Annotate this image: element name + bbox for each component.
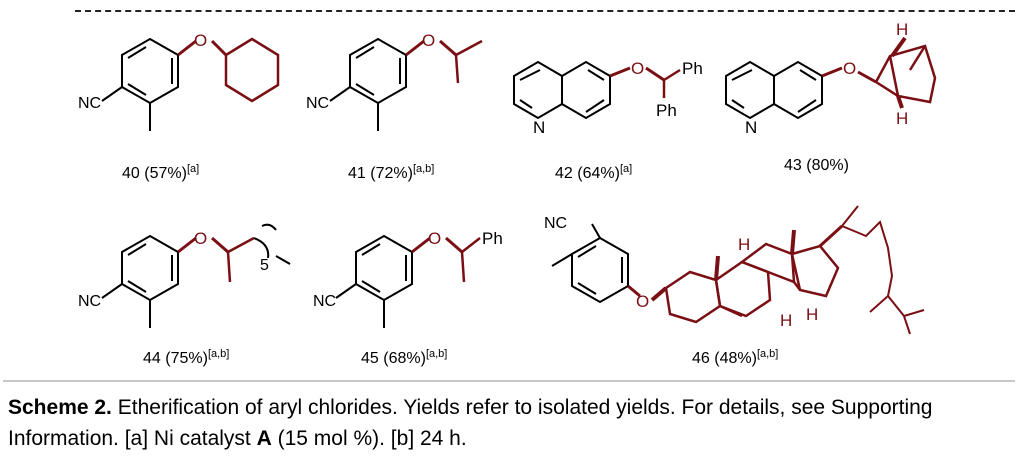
compound-yield: (75%) <box>165 350 208 367</box>
compound-44-nc-label: NC <box>78 293 101 310</box>
compound-40-nc-label: NC <box>78 95 101 112</box>
compound-46-h2-label: H <box>780 311 792 330</box>
compound-45-o-label: O <box>428 229 441 248</box>
compound-yield: (64%) <box>577 165 620 182</box>
compound-42-ph1-label: Ph <box>682 59 703 78</box>
compound-44-o-label: O <box>194 229 207 248</box>
compound-footnote: [a] <box>186 163 200 175</box>
compound-42-ph2-label: Ph <box>656 101 677 120</box>
caption-text-2: (15 mol %). [b] 24 h. <box>271 427 467 450</box>
compound-45-ph-label: Ph <box>482 229 503 248</box>
compound-label-46: 46 (48%)[a,b] <box>692 348 778 368</box>
compound-42-structure <box>513 60 681 120</box>
compound-yield: (72%) <box>370 165 413 182</box>
compound-43-n-label: N <box>745 118 757 137</box>
compound-40-structure <box>101 37 280 132</box>
compound-footnote: [a,b] <box>412 163 435 175</box>
compound-footnote: [a,b] <box>207 348 230 360</box>
compound-number: 44 <box>143 350 161 367</box>
top-dashed-separator <box>75 10 1015 12</box>
caption-title: Scheme 2. <box>8 396 112 419</box>
compound-label-42: 42 (64%)[a] <box>555 163 632 183</box>
compound-42-o-label: O <box>631 59 644 78</box>
compound-45-nc-label: NC <box>313 293 336 310</box>
compound-46-o-label: O <box>636 292 649 311</box>
compound-number: 41 <box>348 165 366 182</box>
compound-yield: (57%) <box>144 165 187 182</box>
compound-number: 46 <box>692 350 710 367</box>
caption-catalyst: A <box>256 427 272 450</box>
compound-41-o-label: O <box>422 31 435 50</box>
reaction-scheme-structures: NC O NC O N O Ph Ph <box>78 20 937 335</box>
compound-46-structure <box>551 205 925 335</box>
compound-43-o-label: O <box>843 59 856 78</box>
compound-44-structure <box>101 223 291 329</box>
scheme-caption: Scheme 2. Etherification of aryl chlorid… <box>8 392 1008 454</box>
compound-43-h-bottom-label: H <box>896 109 908 128</box>
compound-label-45: 45 (68%)[a,b] <box>361 348 447 368</box>
compound-42-n-label: N <box>533 118 545 137</box>
compound-label-44: 44 (75%)[a,b] <box>143 348 229 368</box>
compound-footnote: [a,b] <box>756 348 779 360</box>
compound-yield: (68%) <box>383 350 426 367</box>
caption-text-1: Etherification of aryl chlorides. Yields… <box>8 396 933 450</box>
compound-44-chain-length-label: 5 <box>260 257 269 274</box>
compound-46-h3-label: H <box>806 305 818 324</box>
compound-number: 43 <box>784 157 802 174</box>
compound-footnote: [a,b] <box>425 348 448 360</box>
compound-yield: (48%) <box>714 350 757 367</box>
compound-46-nc-label: NC <box>544 215 567 232</box>
compound-40-o-label: O <box>194 31 207 50</box>
compound-45-structure <box>335 235 481 329</box>
compound-number: 42 <box>555 165 573 182</box>
compound-43-h-top-label: H <box>896 20 908 39</box>
compound-number: 40 <box>122 165 140 182</box>
compound-46-h1-label: H <box>738 235 750 254</box>
compound-41-structure <box>329 38 483 132</box>
compound-41-nc-label: NC <box>306 95 329 112</box>
compound-label-41: 41 (72%)[a,b] <box>348 163 434 183</box>
compound-yield: (80%) <box>806 157 849 174</box>
bottom-separator <box>3 380 1015 382</box>
compound-label-40: 40 (57%)[a] <box>122 163 199 183</box>
compound-43-structure <box>725 36 937 120</box>
compound-number: 45 <box>361 350 379 367</box>
compound-label-43: 43 (80%) <box>784 155 849 175</box>
compound-footnote: [a] <box>619 163 633 175</box>
